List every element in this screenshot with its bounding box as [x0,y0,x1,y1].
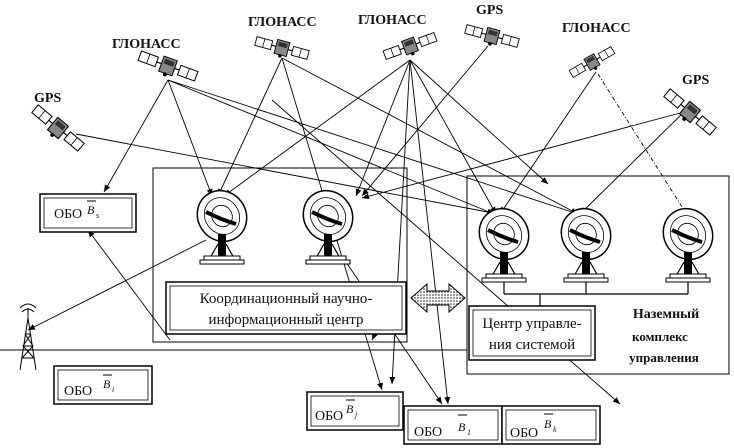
obo-i-vector: B [103,377,111,391]
obo-k-vector: B [544,417,552,431]
obo-user-s-box: ОБО B s [39,193,137,233]
obo-k-label: ОБО [510,426,538,441]
coordination-dish-2-icon [291,178,365,266]
ground-complex-outer-box [466,175,730,375]
ground-dish-2-icon [549,196,623,284]
obo-s-subscript: s [96,211,99,220]
ground-complex-line-2: комплекс [632,329,688,344]
obo-user-1-box: ОБО B 1 [403,405,503,445]
ground-dish-1-icon [467,196,541,284]
satellite-gps-3-icon [659,85,719,141]
ground-network-lines [503,282,689,306]
obo-i-subscript: i [112,385,114,394]
obo-user-k-box: ОБО B k [501,405,601,445]
obo-s-label: ОБО [54,207,82,222]
control-center-line-1: Центр управле- [482,316,581,332]
coordination-center-line-2: информационный центр [208,312,363,328]
gps-label-2: GPS [476,3,503,18]
glonass-label-4: ГЛОНАСС [562,21,631,36]
obo-user-j-box: ОБО B j [306,391,404,431]
coordination-center-box: Координационный научно- информационный ц… [165,281,407,335]
radio-tower-icon [19,303,37,371]
coordination-dish-1-icon [185,178,259,266]
satellite-glonass-2-icon [252,33,311,66]
control-center-box: Центр управле- ния системой [468,305,596,361]
glonass-label-1: ГЛОНАСС [112,37,181,52]
obo-1-vector: B [458,420,466,434]
satellite-glonass-4-icon [567,43,618,83]
ground-dish-3-icon [651,196,725,284]
bidirectional-exchange-arrow [410,282,466,314]
glonass-label-2: ГЛОНАСС [248,15,317,30]
satellite-gps-2-icon [462,21,521,54]
obo-1-label: ОБО [414,425,442,440]
obo-i-label: ОБО [64,384,92,399]
coordination-center-line-1: Координационный научно- [200,291,373,307]
coordination-center-outer-box [152,167,408,343]
obo-1-subscript: 1 [467,428,471,437]
ground-complex-line-1: Наземный [633,307,699,322]
satellite-glonass-3-icon [381,29,440,66]
gps-label-1: GPS [34,91,61,106]
obo-j-subscript: j [354,410,358,419]
control-center-line-2: ния системой [489,337,575,353]
obo-k-subscript: k [553,425,557,434]
obo-user-i-box: ОБО B i [53,365,153,405]
satellite-gps-1-icon [27,101,87,157]
obo-j-vector: B [346,402,354,416]
obo-j-label: ОБО [315,409,343,424]
obo-s-vector: B [87,203,95,217]
glonass-label-3: ГЛОНАСС [358,13,427,28]
ground-complex-line-3: управления [629,350,699,365]
gps-label-3: GPS [682,73,709,88]
